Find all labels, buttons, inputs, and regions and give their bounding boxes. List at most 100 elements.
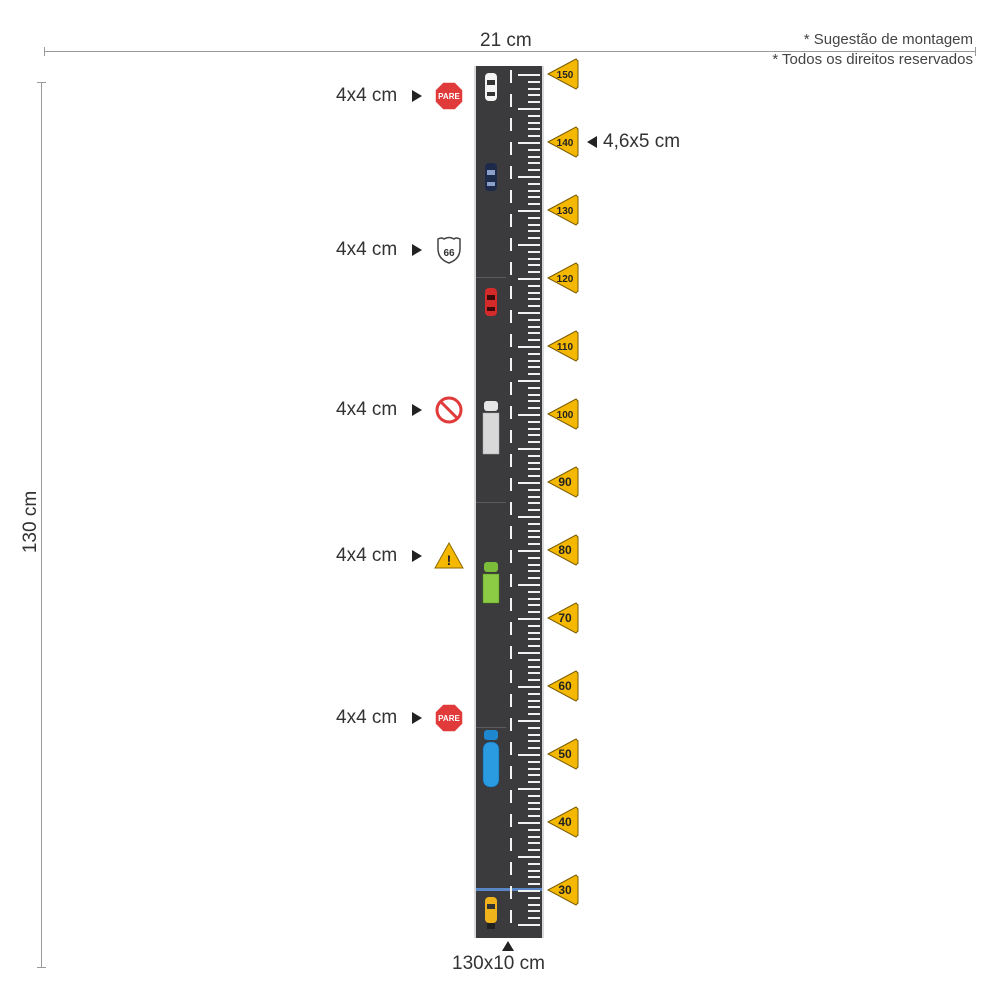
speed-marker-label: 90 [558,475,572,489]
scale-tick [528,543,540,546]
pointer-arrow-icon [412,244,422,256]
speed-marker-60-icon: 60 [546,670,579,702]
scale-tick [518,74,540,76]
lane-dash [510,310,512,323]
scale-tick [528,169,540,172]
speed-marker-label: 60 [558,679,572,693]
scale-tick [518,142,540,144]
note-assembly: * Sugestão de montagem [803,31,973,48]
scale-tick [528,740,540,743]
scale-tick [528,590,540,593]
lane-dash [510,142,512,155]
scale-tick [528,284,540,287]
lane-dash [510,118,512,131]
lane-dash [510,574,512,587]
speed-marker-label: 140 [557,138,574,149]
speed-marker-100-icon: 100 [546,398,579,430]
scale-tick [528,80,540,83]
scale-tick [528,393,540,396]
scale-tick [518,856,540,858]
scale-tick [528,638,540,641]
scale-tick [528,359,540,362]
scale-tick [528,162,540,165]
scale-tick [518,346,540,348]
scale-tick [528,699,540,702]
speed-sign-size-label: 4,6x5 cm [603,131,681,152]
lane-dash [510,454,512,467]
scale-tick [528,624,540,627]
scale-tick [518,720,540,722]
scale-tick [528,672,540,675]
speed-marker-110-icon: 110 [546,330,579,362]
lane-dash [510,670,512,683]
yellow-taxi-icon [485,897,497,929]
lane-dash [510,382,512,395]
speed-marker-40-icon: 40 [546,806,579,838]
sticker-size-label: 4x4 cm [336,545,398,566]
scale-tick [528,917,540,920]
scale-tick [528,461,540,464]
lane-dash [510,334,512,347]
lane-dash [510,622,512,635]
scale-tick [518,652,540,654]
lane-dash [510,238,512,251]
sticker-row-4: 4x4 cm ! [336,541,464,571]
speed-marker-130-icon: 130 [546,194,579,226]
scale-tick [528,454,540,457]
lane-dash [510,478,512,491]
scale-tick [518,618,540,620]
speed-marker-120-icon: 120 [546,262,579,294]
speed-marker-label: 100 [557,410,574,421]
scale-tick [528,815,540,818]
scale-tick [518,788,540,790]
stop-sign-icon: PARE [434,81,464,111]
sticker-size-label: 4x4 cm [336,85,398,106]
scale-tick [528,794,540,797]
lane-dash [510,262,512,275]
scale-tick [528,325,540,328]
lane-dash [510,790,512,803]
scale-tick [518,414,540,416]
lane-dash [510,214,512,227]
sticker-row-2: 4x4 cm 66 [336,235,461,265]
scale-tick [528,216,540,219]
scale-tick [528,774,540,777]
scale-tick [528,665,540,668]
scale-tick [528,121,540,124]
speed-marker-label: 110 [557,342,574,353]
scale-tick [528,733,540,736]
speed-marker-label: 150 [557,70,574,81]
sticker-row-1: 4x4 cm PARE [336,81,464,111]
scale-tick [528,611,540,614]
scale-tick [528,407,540,410]
scale-tick [518,482,540,484]
svg-text:66: 66 [443,248,455,259]
scale-tick [528,509,540,512]
speed-marker-label: 130 [557,206,574,217]
blue-tanker-icon [482,730,500,788]
scale-tick [528,386,540,389]
red-car-icon [485,288,497,316]
width-dimension-tick-left [44,47,45,56]
scale-tick [528,876,540,879]
scale-tick [518,550,540,552]
speed-marker-label: 70 [558,611,572,625]
scale-tick [528,203,540,206]
route-66-shield-icon: 66 [437,236,461,264]
lane-dash [510,886,512,899]
scale-tick [528,291,540,294]
scale-tick [528,87,540,90]
scale-tick [528,570,540,573]
scale-tick [528,903,540,906]
scale-tick [528,441,540,444]
no-entry-icon [435,396,463,424]
lane-dash [510,910,512,923]
lane-dash [510,190,512,203]
lane-dash [510,718,512,731]
scale-tick [528,114,540,117]
scale-tick [528,434,540,437]
speed-marker-label: 50 [558,747,572,761]
scale-tick [518,278,540,280]
white-truck-icon [482,401,500,455]
scale-tick [528,862,540,865]
